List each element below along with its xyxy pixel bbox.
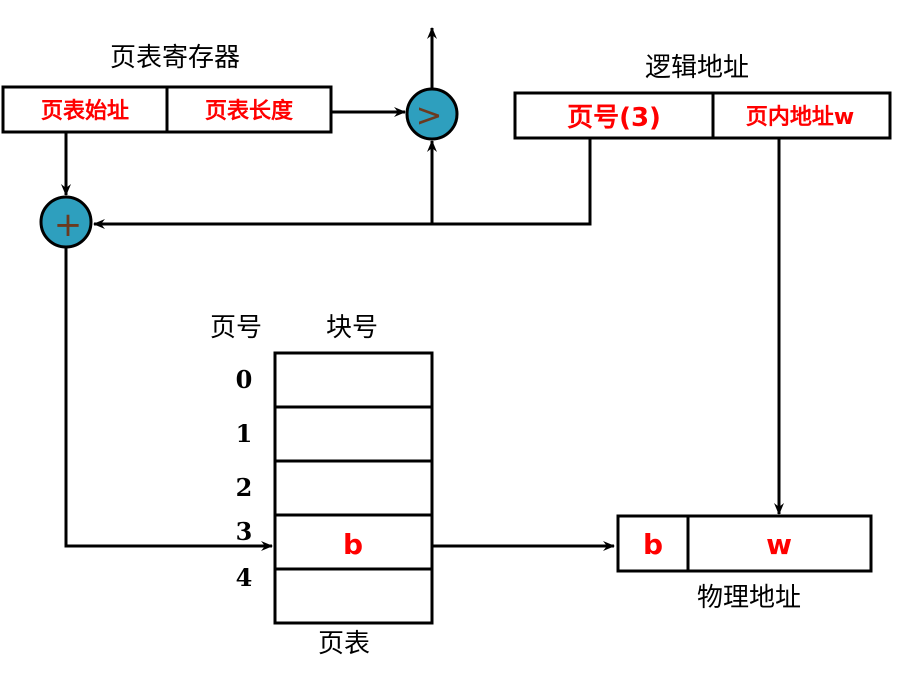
add-node: + [39,195,93,249]
physical-address-box [616,514,873,573]
page-table: 0 1 2 3 4 b [236,351,434,625]
register-length-field: 页表长度 [205,98,294,124]
line-page-number-down [432,138,592,226]
physical-block-field: b [643,528,663,561]
add-symbol: + [54,205,83,245]
connectors [61,27,784,551]
compare-symbol: > [416,96,443,134]
page-row-number-3: 3 [236,517,253,546]
register-title: 页表寄存器 [110,43,240,73]
page-table-frame [273,351,434,625]
table-header-page: 页号 [210,313,262,343]
line-add-down [64,247,200,548]
page-row-number-0: 0 [236,365,253,394]
page-row-number-4: 4 [236,563,253,592]
table-header-block: 块号 [326,313,378,343]
register-start-field: 页表始址 [41,98,129,124]
page-row-number-1: 1 [236,419,253,448]
page-table-caption: 页表 [318,629,370,659]
logical-address-title: 逻辑地址 [645,53,749,83]
logical-address: 页号(3) 页内地址w [513,91,892,140]
page-row-number-2: 2 [236,473,253,502]
physical-address-caption: 物理地址 [697,583,801,613]
physical-address: b w [616,514,873,573]
compare-node: > [405,87,459,141]
page-table-register: 页表始址 页表长度 [1,85,333,134]
physical-offset-field: w [766,528,792,561]
page-table-block-value: b [343,528,363,561]
logical-offset-field: 页内地址w [746,105,854,130]
logical-address-box [513,91,892,140]
logical-page-field: 页号(3) [567,103,661,133]
